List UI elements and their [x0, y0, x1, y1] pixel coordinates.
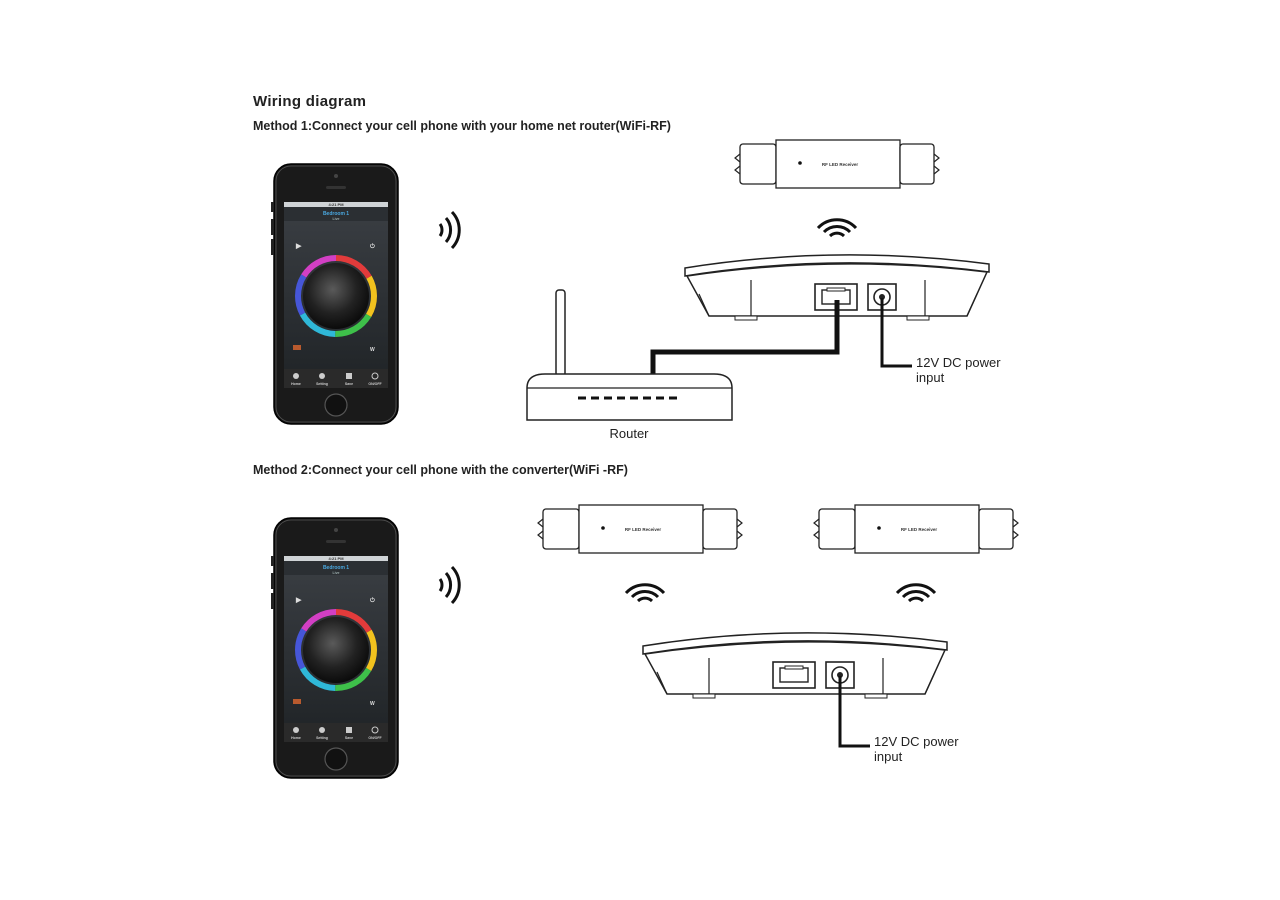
ethernet-cable-1 — [650, 300, 840, 376]
phone-2-room-sub: Live — [332, 571, 339, 575]
phone-2-tab-setting: Setting — [316, 736, 328, 740]
rf-receiver-1: RF LED Receiver — [734, 139, 940, 189]
phone-1-brightness-icon: W — [370, 347, 375, 353]
phone-1-tab-save: Save — [345, 382, 353, 386]
phone-2-time: 4:21 PM — [328, 556, 344, 561]
power-label-1-line2: input — [916, 370, 945, 385]
gear-icon — [319, 373, 325, 379]
phone-2-color-swatch[interactable] — [293, 699, 301, 704]
phone-1-power-icon: ⏻ — [370, 243, 375, 250]
method-2-heading: Method 2:Connect your cell phone with th… — [253, 463, 628, 477]
phone-1-color-swatch[interactable] — [293, 345, 301, 350]
phone-2: 4:21 PM Bedroom 1 Live ▶ ⏻ W Home Settin… — [270, 517, 399, 779]
home-icon — [293, 373, 299, 379]
phone-1-time: 4:21 PM — [328, 202, 344, 207]
phone-1-tab-onoff: ON/OFF — [368, 382, 382, 386]
phone-2-tab-save: Save — [345, 736, 353, 740]
phone-2-brightness-icon: W — [370, 701, 375, 707]
power-label-1-line1: 12V DC power — [916, 355, 1001, 370]
phone-2-room: Bedroom 1 — [323, 565, 349, 571]
power-cable-2 — [838, 676, 870, 748]
phone-1-tab-home: Home — [291, 382, 301, 386]
converter-2 — [642, 632, 948, 699]
phone-1-room-sub: Live — [332, 217, 339, 221]
gear-icon — [319, 727, 325, 733]
phone-2-tab-onoff: ON/OFF — [368, 736, 382, 740]
phone-1: 4:21 PM Bedroom 1 Live ▶ ⏻ W Home Settin… — [270, 163, 399, 425]
color-wheel-2[interactable] — [295, 609, 377, 691]
phone-2-play-icon: ▶ — [295, 597, 302, 604]
wifi-icon-phone-1 — [438, 210, 461, 250]
save-icon — [346, 373, 352, 379]
wifi-icon-receiver-2 — [624, 583, 666, 603]
power-cable-1 — [880, 298, 912, 368]
phone-2-tab-home: Home — [291, 736, 301, 740]
wifi-icon-receiver-3 — [895, 583, 937, 603]
rf-receiver-2: RF LED Receiver — [537, 504, 743, 554]
power-icon — [371, 372, 379, 380]
phone-1-room: Bedroom 1 — [323, 211, 349, 217]
phone-2-power-icon: ⏻ — [370, 597, 375, 604]
wifi-icon-phone-2 — [438, 565, 461, 605]
power-icon — [371, 726, 379, 734]
receiver-1-label: RF LED Receiver — [822, 162, 859, 167]
save-icon — [346, 727, 352, 733]
receiver-3-label: RF LED Receiver — [901, 527, 938, 532]
power-label-2-line1: 12V DC power — [874, 734, 959, 749]
home-icon — [293, 727, 299, 733]
method-1-heading: Method 1:Connect your cell phone with yo… — [253, 119, 671, 133]
router-label: Router — [609, 426, 649, 441]
router — [526, 289, 733, 421]
rf-receiver-3: RF LED Receiver — [813, 504, 1019, 554]
receiver-2-label: RF LED Receiver — [625, 527, 662, 532]
phone-1-play-icon: ▶ — [295, 243, 302, 250]
color-wheel-1[interactable] — [295, 255, 377, 337]
power-label-2-line2: input — [874, 749, 903, 764]
phone-1-tab-setting: Setting — [316, 382, 328, 386]
page-title: Wiring diagram — [253, 93, 367, 110]
wifi-icon-converter-1 — [816, 218, 858, 238]
